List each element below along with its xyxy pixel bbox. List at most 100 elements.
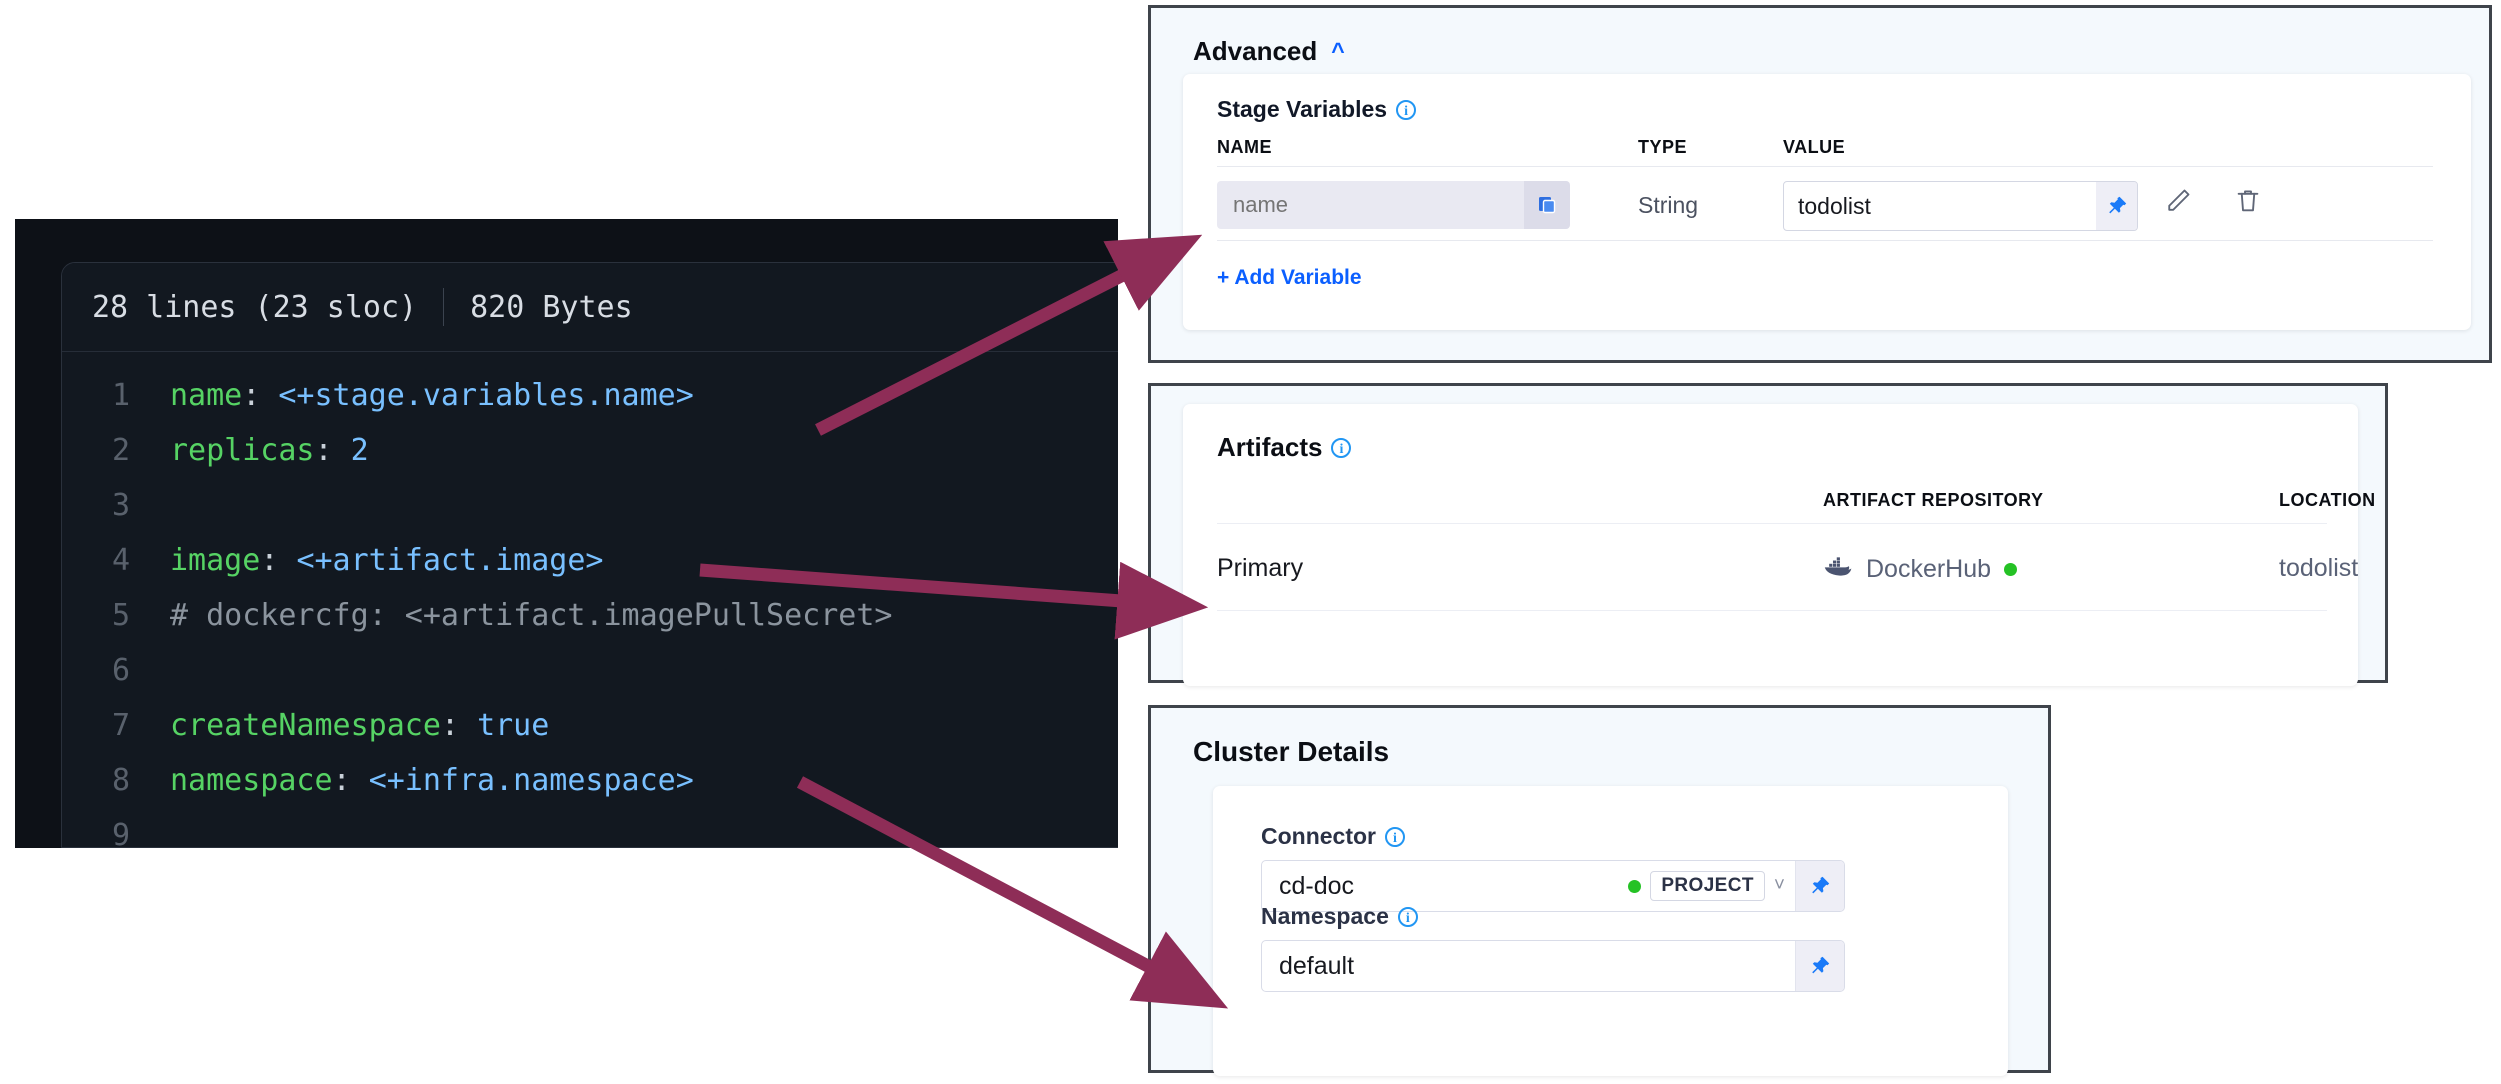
code-file-size: 820 Bytes xyxy=(470,289,633,325)
code-token-colon: : xyxy=(440,708,478,743)
variable-name-input[interactable] xyxy=(1217,181,1524,229)
cluster-details-card: Connector i cd-doc PROJECT ˅ Namespace i… xyxy=(1213,786,2008,1076)
pin-icon[interactable] xyxy=(1795,861,1844,911)
code-token-key: createNamespace xyxy=(170,708,441,743)
delete-variable-button[interactable] xyxy=(2233,186,2263,221)
code-line-content: namespace: <+infra.namespace> xyxy=(170,753,694,808)
code-token-colon: : xyxy=(332,763,369,798)
connector-label-text: Connector xyxy=(1261,823,1376,849)
code-token-comment: # dockercfg: <+artifact.imagePullSecret> xyxy=(170,598,893,633)
stage-variables-label: Stage Variables i xyxy=(1217,96,1417,123)
code-line-content: createNamespace: true xyxy=(170,698,549,753)
artifact-location-value: todolist xyxy=(2279,554,2359,582)
stage-variables-card: Stage Variables i NAME TYPE VALUE String xyxy=(1183,74,2471,330)
connector-field[interactable]: cd-doc PROJECT ˅ xyxy=(1261,860,1845,912)
namespace-value[interactable]: default xyxy=(1279,951,1355,980)
table-divider xyxy=(1217,610,2327,611)
namespace-field[interactable]: default xyxy=(1261,940,1845,992)
code-token-key: name xyxy=(170,378,243,413)
artifacts-label: Artifacts i xyxy=(1217,432,1352,463)
table-divider xyxy=(1217,523,2327,524)
code-line-number: 4 xyxy=(111,543,130,578)
cluster-details-panel: Cluster Details Connector i cd-doc PROJE… xyxy=(1148,705,2051,1076)
code-line: 9 xyxy=(62,808,1118,848)
status-dot-icon xyxy=(2004,563,2018,576)
pin-icon[interactable] xyxy=(1795,941,1844,991)
artifacts-panel: Artifacts i ARTIFACT REPOSITORY LOCATION… xyxy=(1148,383,2388,686)
edit-variable-button[interactable] xyxy=(2163,186,2193,221)
connector-value[interactable]: cd-doc xyxy=(1279,871,1355,900)
table-divider xyxy=(1217,240,2433,241)
info-icon[interactable]: i xyxy=(1331,437,1352,458)
namespace-label-text: Namespace xyxy=(1261,903,1389,929)
variable-name-field[interactable] xyxy=(1217,181,1570,229)
code-token-key: namespace xyxy=(170,763,333,798)
code-line-number: 5 xyxy=(111,598,130,633)
add-variable-button[interactable]: + Add Variable xyxy=(1217,266,1362,289)
artifact-type-label: Primary xyxy=(1217,554,1304,582)
code-line-number: 8 xyxy=(111,763,130,798)
code-token-colon: : xyxy=(260,543,297,578)
code-line-content: name: <+stage.variables.name> xyxy=(170,368,694,423)
chevron-up-icon[interactable]: ^ xyxy=(1331,38,1345,64)
status-dot-icon xyxy=(1628,879,1642,893)
column-header-type: TYPE xyxy=(1638,137,1688,157)
code-token-key: replicas xyxy=(170,433,315,468)
code-line-content: image: <+artifact.image> xyxy=(170,533,603,588)
code-viewer-header: 28 lines (23 sloc) 820 Bytes xyxy=(62,263,1118,352)
info-icon[interactable]: i xyxy=(1385,826,1405,847)
code-line-number: 9 xyxy=(111,818,130,848)
column-header-name: NAME xyxy=(1217,137,1272,157)
code-line-number: 1 xyxy=(111,378,130,413)
column-header-value: VALUE xyxy=(1783,137,1846,157)
copy-icon[interactable] xyxy=(1524,181,1570,229)
code-line-number: 2 xyxy=(111,433,130,468)
code-token-value: <+stage.variables.name> xyxy=(278,378,694,413)
meta-divider xyxy=(443,288,445,326)
advanced-panel: Advanced ^ Stage Variables i NAME TYPE V… xyxy=(1148,5,2492,363)
artifact-repository-cell[interactable]: DockerHub xyxy=(1823,554,2018,585)
code-line-number: 7 xyxy=(111,708,130,743)
code-line-number: 3 xyxy=(111,488,130,523)
code-line-count: 28 lines (23 sloc) xyxy=(92,289,418,325)
variable-value-field[interactable] xyxy=(1783,181,2138,231)
docker-whale-icon xyxy=(1823,554,1853,585)
code-token-colon: : xyxy=(242,378,279,413)
connector-scope-badge: PROJECT xyxy=(1650,871,1765,901)
cluster-details-title: Cluster Details xyxy=(1193,736,1390,767)
variable-value-input[interactable] xyxy=(1784,182,2096,230)
column-header-location: LOCATION xyxy=(2279,490,2376,510)
column-header-artifact-repository: ARTIFACT REPOSITORY xyxy=(1823,490,2044,510)
connector-label: Connector i xyxy=(1261,823,1405,850)
code-token-key: image xyxy=(170,543,261,578)
code-token-value: <+infra.namespace> xyxy=(368,763,694,798)
variable-type-value: String xyxy=(1638,192,1699,218)
code-line: 5 # dockercfg: <+artifact.imagePullSecret… xyxy=(62,588,1118,643)
code-line: 8 namespace: <+infra.namespace> xyxy=(62,753,1118,808)
stage-variables-text: Stage Variables xyxy=(1217,96,1388,122)
code-line-number: 6 xyxy=(111,653,130,688)
table-divider xyxy=(1217,166,2433,167)
code-token-value: <+artifact.image> xyxy=(296,543,604,578)
artifacts-title-text: Artifacts xyxy=(1217,432,1323,462)
info-icon[interactable]: i xyxy=(1397,906,1418,927)
advanced-title-label: Advanced xyxy=(1193,36,1318,66)
code-viewer-card: 28 lines (23 sloc) 820 Bytes 1 name: <+st… xyxy=(61,262,1118,848)
code-line: 4 image: <+artifact.image> xyxy=(62,533,1118,588)
code-line: 1 name: <+stage.variables.name> xyxy=(62,368,1118,423)
code-line: 6 xyxy=(62,643,1118,698)
code-viewer-panel: 28 lines (23 sloc) 820 Bytes 1 name: <+st… xyxy=(15,219,1118,848)
info-icon[interactable]: i xyxy=(1396,99,1417,120)
code-line-content: replicas: 2 xyxy=(170,423,369,478)
namespace-label: Namespace i xyxy=(1261,903,1418,930)
pin-icon[interactable] xyxy=(2096,182,2137,230)
code-line-content: # dockercfg: <+artifact.imagePullSecret> xyxy=(170,588,892,643)
code-line: 7 createNamespace: true xyxy=(62,698,1118,753)
artifacts-card: Artifacts i ARTIFACT REPOSITORY LOCATION… xyxy=(1183,404,2375,686)
chevron-down-icon[interactable]: ˅ xyxy=(1773,875,1785,896)
advanced-section-header[interactable]: Advanced ^ xyxy=(1193,36,1345,67)
code-token-value: 2 xyxy=(350,433,369,468)
code-token-colon: : xyxy=(314,433,351,468)
